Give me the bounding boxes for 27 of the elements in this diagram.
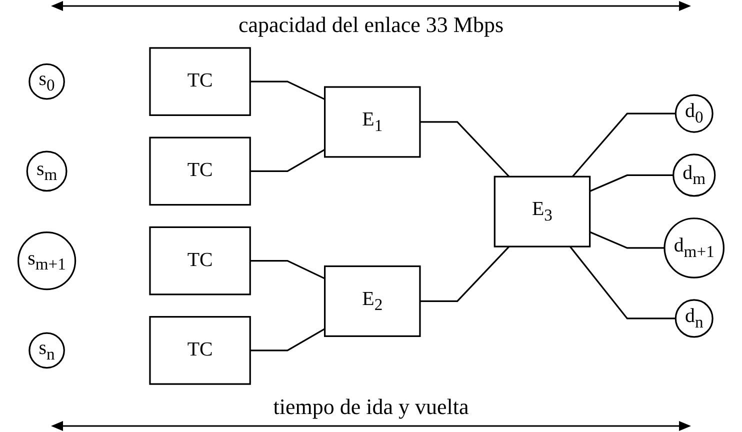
connector bbox=[250, 260, 326, 280]
node-box: E$_{2}$ bbox=[324, 265, 421, 337]
dimension-label: capacidad del enlace 33 Mbps bbox=[238, 12, 504, 38]
connector bbox=[420, 121, 510, 178]
node-circle: d$_{0}$ bbox=[674, 94, 714, 133]
connector bbox=[572, 112, 676, 178]
connector bbox=[590, 231, 664, 249]
dimension-label: tiempo de ida y vuelta bbox=[273, 394, 469, 420]
node-circle: s$_{m}$ bbox=[26, 150, 68, 192]
node-box: TC bbox=[149, 226, 251, 296]
connector bbox=[250, 328, 326, 352]
node-box: E$_{3}$ bbox=[494, 176, 591, 248]
node-circle: d$_{m+1}$ bbox=[664, 218, 725, 278]
node-box: TC bbox=[149, 136, 251, 206]
node-circle: d$_{m}$ bbox=[672, 154, 716, 197]
node-circle: s$_{m+1}$ bbox=[17, 232, 76, 290]
node-circle: s$_{n}$ bbox=[28, 332, 65, 369]
node-box: TC bbox=[149, 316, 251, 385]
connector bbox=[569, 246, 676, 320]
node-box: E$_{1}$ bbox=[324, 86, 421, 158]
connector bbox=[420, 246, 510, 302]
node-box: TC bbox=[149, 47, 251, 116]
connector bbox=[590, 174, 674, 192]
connector bbox=[250, 148, 326, 172]
node-circle: d$_{n}$ bbox=[674, 299, 714, 338]
node-circle: s$_{0}$ bbox=[28, 63, 65, 100]
connector bbox=[250, 80, 326, 100]
